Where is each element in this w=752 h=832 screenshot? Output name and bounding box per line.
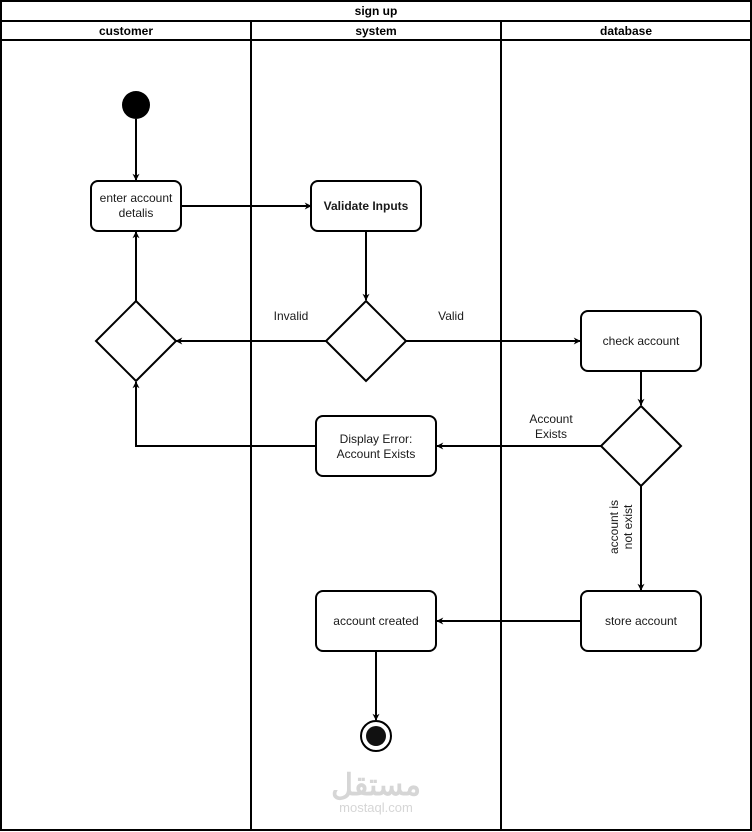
action-validate-inputs[interactable]: Validate Inputs (310, 180, 422, 232)
action-label: enter account (100, 191, 173, 205)
action-label: account created (333, 614, 418, 628)
action-check-account[interactable]: check account (580, 310, 702, 372)
final-node[interactable] (360, 720, 392, 752)
action-label: check account (603, 334, 680, 348)
lane-header-system: system (355, 24, 396, 38)
lane-header-database: database (600, 24, 652, 38)
action-account-created[interactable]: account created (315, 590, 437, 652)
action-label: Validate Inputs (324, 199, 409, 213)
label-valid: Valid (438, 309, 464, 323)
action-label: Display Error: (340, 432, 413, 446)
action-display-error[interactable]: Display Error: Account Exists (315, 415, 437, 477)
label-not-exist-line1: account is (607, 500, 621, 554)
watermark-text: mostaql.com (339, 800, 413, 815)
action-enter-account-details[interactable]: enter account detalis (90, 180, 182, 232)
action-label: store account (605, 614, 678, 628)
label-invalid: Invalid (274, 309, 309, 323)
label-account-exists-line2: Exists (535, 427, 567, 441)
watermark: مستقل mostaql.com (331, 769, 421, 815)
watermark-arabic: مستقل (331, 769, 421, 802)
lane-header-customer: customer (99, 24, 153, 38)
pool-title: sign up (355, 4, 398, 18)
action-label: detalis (119, 206, 154, 220)
edge-error-to-merge[interactable] (132, 381, 316, 447)
action-store-account[interactable]: store account (580, 590, 702, 652)
merge-node[interactable] (94, 299, 178, 383)
edge-labels: Invalid Valid Account Exists account is … (274, 309, 635, 554)
decision-account-exists[interactable] (599, 404, 683, 488)
decision-valid[interactable] (324, 299, 408, 383)
label-not-exist-line2: not exist (621, 504, 635, 549)
initial-node[interactable] (122, 91, 150, 119)
label-account-exists-line1: Account (529, 412, 573, 426)
edges (132, 119, 645, 721)
nodes: enter account detalis Validate Inputs ch… (90, 91, 702, 752)
action-label: Account Exists (337, 447, 416, 461)
